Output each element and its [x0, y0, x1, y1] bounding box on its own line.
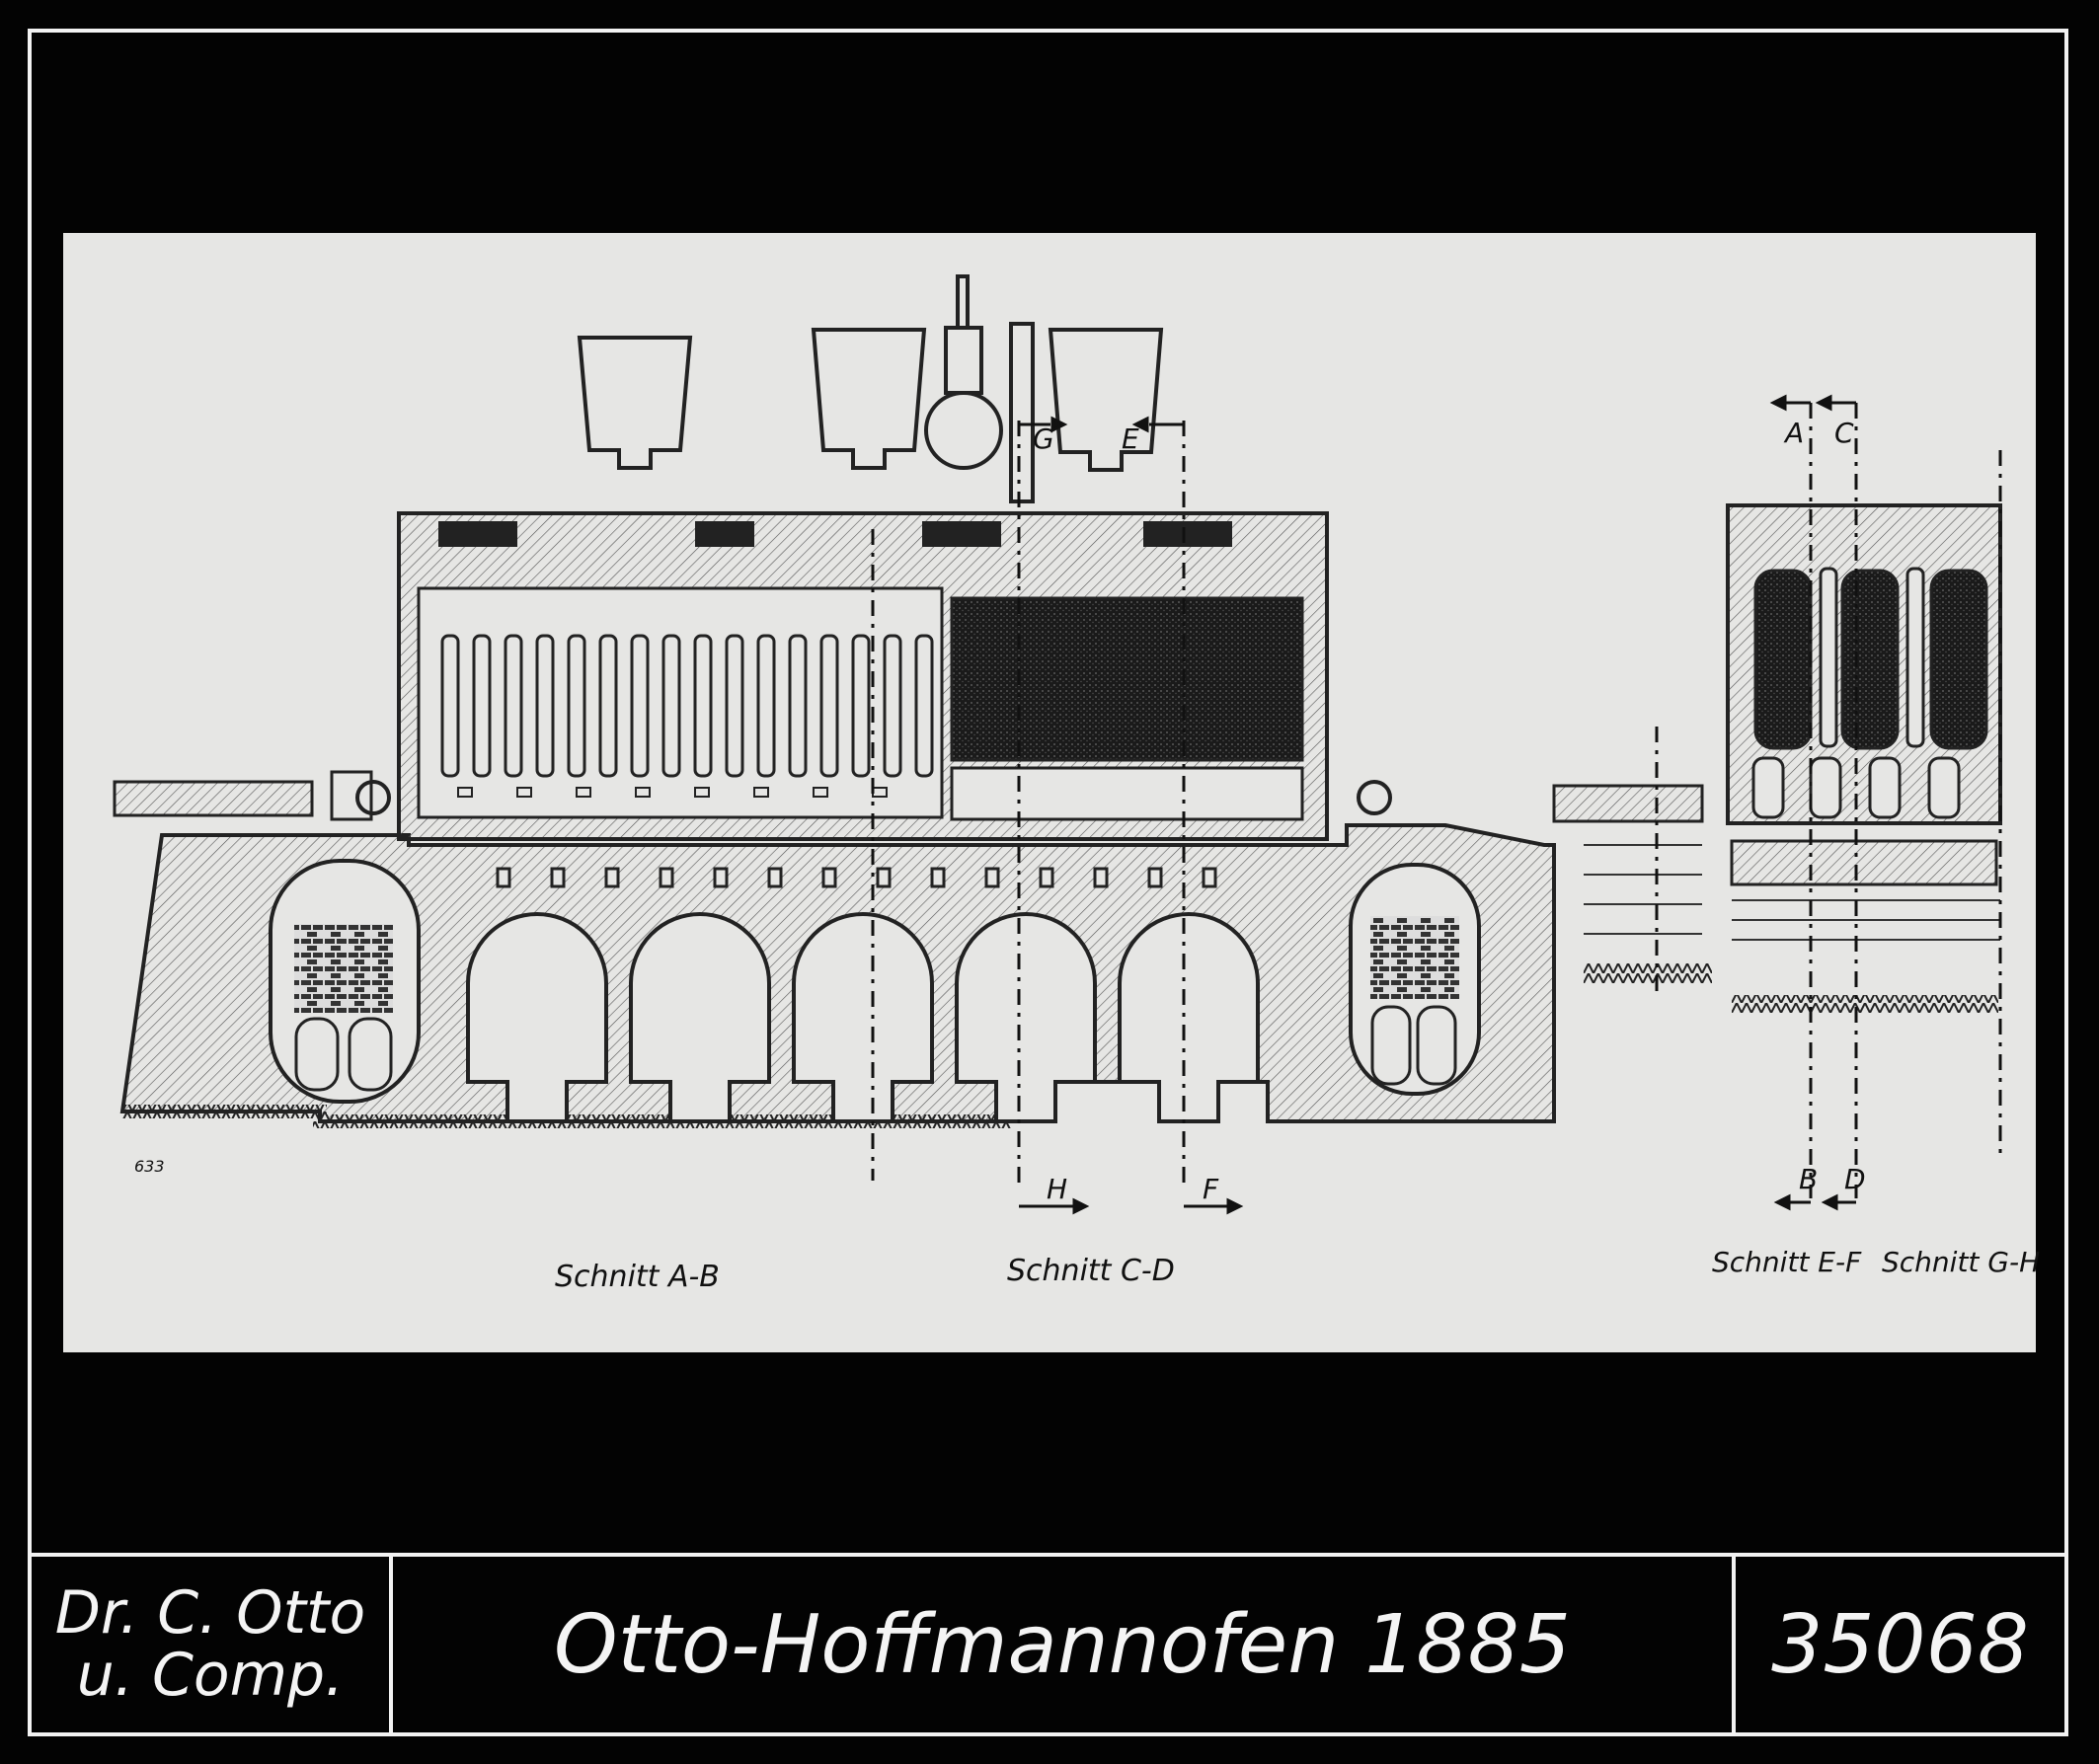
right-side-extension: [1552, 784, 1712, 983]
plate-title: Otto-Hoffmannofen 1885: [554, 1597, 1571, 1692]
technical-drawing: 633 G E H F A C B D Schnitt A-B Schnitt …: [63, 233, 2040, 1352]
plate-number-cell: 35068: [1732, 1553, 2068, 1736]
left-flue-extension: [113, 770, 391, 821]
section-mark-g: G: [1033, 422, 1054, 455]
company-line-1: Dr. C. Otto: [54, 1578, 366, 1648]
oven-section-drawing: [113, 274, 2002, 1215]
section-label-gh: Schnitt G-H: [1882, 1246, 2041, 1278]
oven-chamber: [397, 511, 1329, 841]
charging-hoppers: [577, 274, 1164, 503]
section-mark-d: D: [1844, 1163, 1866, 1195]
section-lines: [871, 403, 2002, 1198]
section-mark-a: A: [1785, 417, 1805, 449]
section-arrows: [1019, 394, 1856, 1215]
base-arches: [466, 912, 1260, 1123]
plate-number: 35068: [1771, 1597, 2029, 1692]
section-mark-h: H: [1047, 1173, 1068, 1205]
section-mark-b: B: [1799, 1163, 1819, 1195]
section-mark-c: C: [1834, 417, 1854, 449]
right-regenerator: [1349, 780, 1481, 1096]
flue-openings: [496, 867, 1217, 888]
section-label-ef: Schnitt E-F: [1712, 1246, 1862, 1278]
sheet-number: 633: [134, 1157, 165, 1176]
section-label-cd: Schnitt C-D: [1007, 1254, 1175, 1288]
section-label-ab: Schnitt A-B: [555, 1260, 720, 1294]
company-cell: Dr. C. Otto u. Comp.: [28, 1553, 393, 1736]
company-line-2: u. Comp.: [76, 1641, 345, 1710]
title-cell: Otto-Hoffmannofen 1885: [389, 1553, 1736, 1736]
cross-section-ef-gh: [1726, 503, 2002, 1013]
caption-bar: Dr. C. Otto u. Comp. Otto-Hoffmannofen 1…: [28, 1553, 2068, 1736]
section-mark-f: F: [1203, 1173, 1219, 1205]
section-mark-e: E: [1122, 422, 1139, 455]
